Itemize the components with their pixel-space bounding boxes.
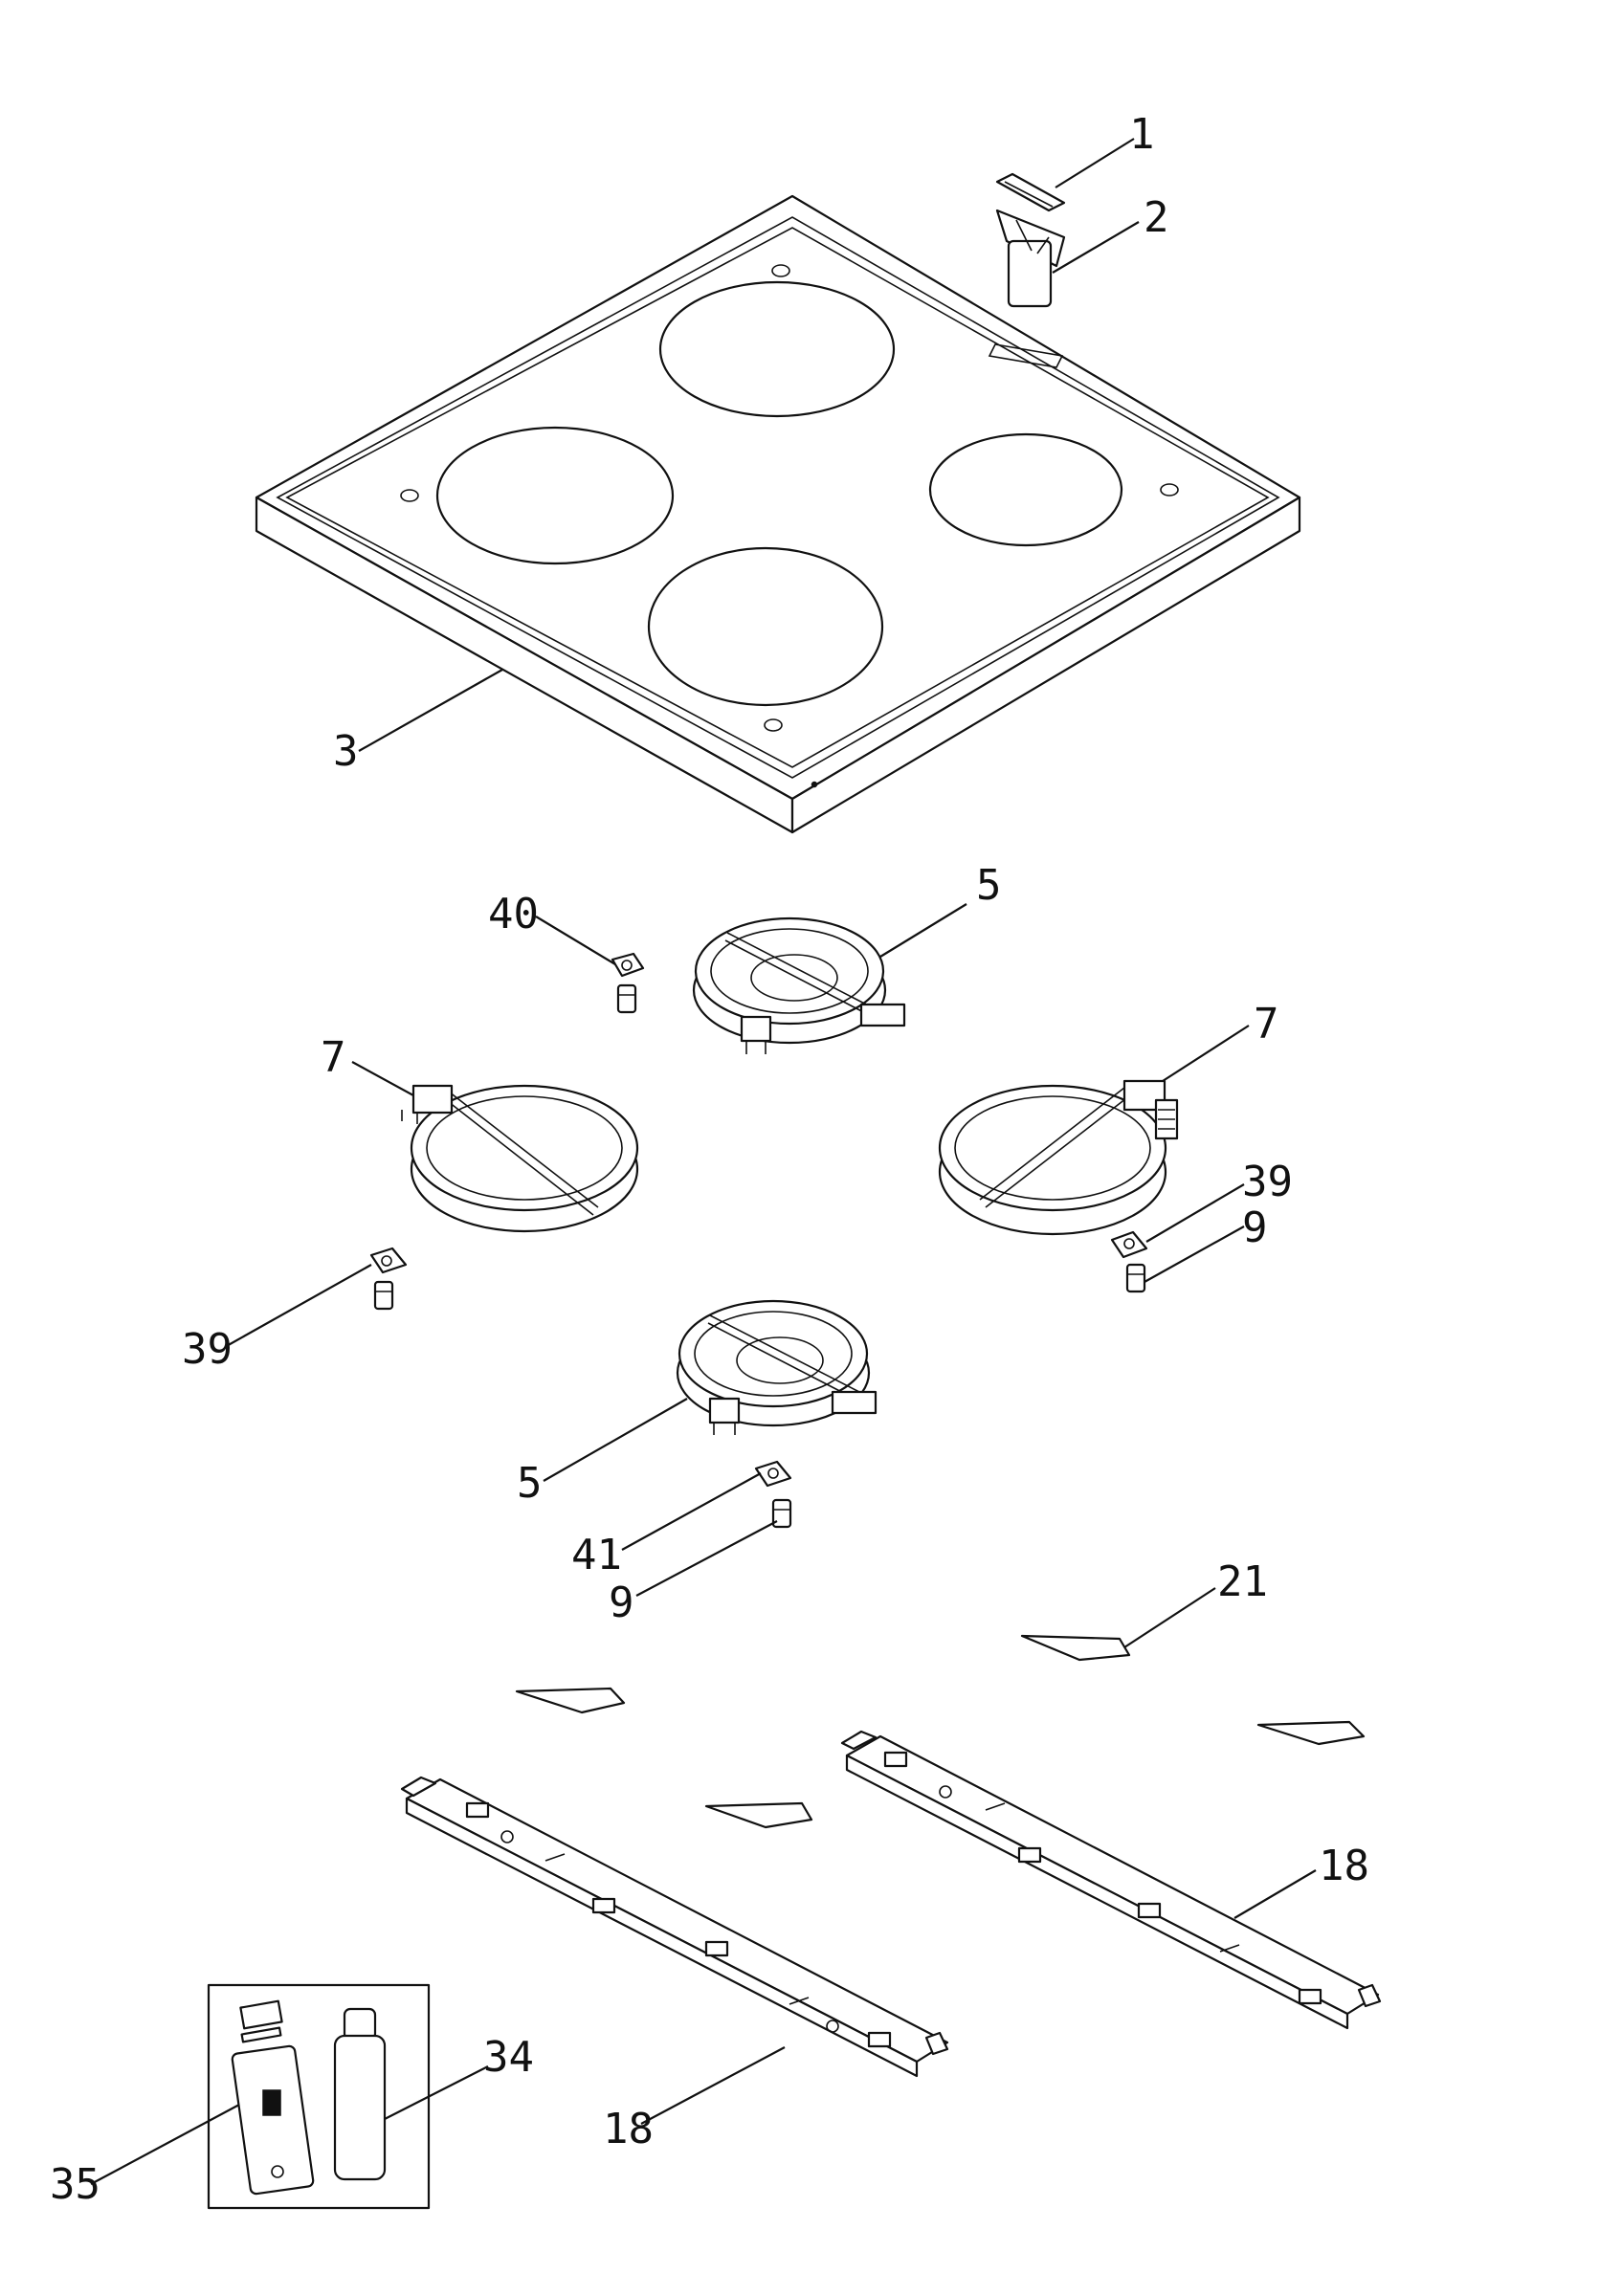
callout-34: 34 (483, 2033, 534, 2082)
callout-5-lower: 5 (517, 1459, 543, 1508)
leader-lines (90, 138, 1317, 2185)
switch-cover-part (995, 172, 1066, 212)
rocker-switch-part (995, 209, 1066, 308)
callout-1: 1 (1129, 110, 1155, 159)
clip-39-right (1110, 1230, 1148, 1259)
callout-2: 2 (1144, 193, 1169, 242)
callout-21: 21 (1217, 1557, 1268, 1606)
spring-clips-21 (515, 1634, 1366, 1829)
callout-9-lower: 9 (609, 1578, 634, 1627)
callout-7-right: 7 (1254, 1000, 1279, 1049)
callout-35: 35 (50, 2160, 100, 2209)
nut-9-lower (771, 1498, 792, 1529)
callout-7-left: 7 (321, 1033, 346, 1082)
callout-3: 3 (333, 727, 359, 776)
hob-top-panel (255, 194, 1301, 834)
cleaner-bottle-34 (333, 2007, 387, 2181)
callout-labels: 1 2 3 5 7 40 7 39 9 39 5 41 9 21 18 18 3… (50, 110, 1369, 2209)
heating-element-upper (692, 916, 906, 1054)
cleaning-kit-box (207, 1983, 431, 2210)
callout-41: 41 (571, 1531, 622, 1579)
callout-39-left: 39 (182, 1325, 233, 1374)
clip-39-left (369, 1247, 408, 1311)
heating-element-lower (676, 1299, 878, 1435)
heating-element-right (938, 1079, 1179, 1236)
callout-5-upper: 5 (976, 861, 1002, 910)
clip-40 (611, 952, 645, 1014)
nut-9-right (1125, 1263, 1146, 1293)
heating-element-left (401, 1084, 639, 1233)
support-rail-left (400, 1776, 949, 2078)
clip-41 (754, 1460, 792, 1488)
support-rail-right (840, 1730, 1382, 2030)
scraper-35 (231, 1999, 315, 2196)
callout-18-left: 18 (603, 2105, 654, 2153)
callout-18-right: 18 (1319, 1842, 1369, 1890)
callout-9-right: 9 (1242, 1203, 1268, 1252)
callout-39-right: 39 (1242, 1158, 1293, 1206)
callout-40: 40 (488, 890, 539, 938)
